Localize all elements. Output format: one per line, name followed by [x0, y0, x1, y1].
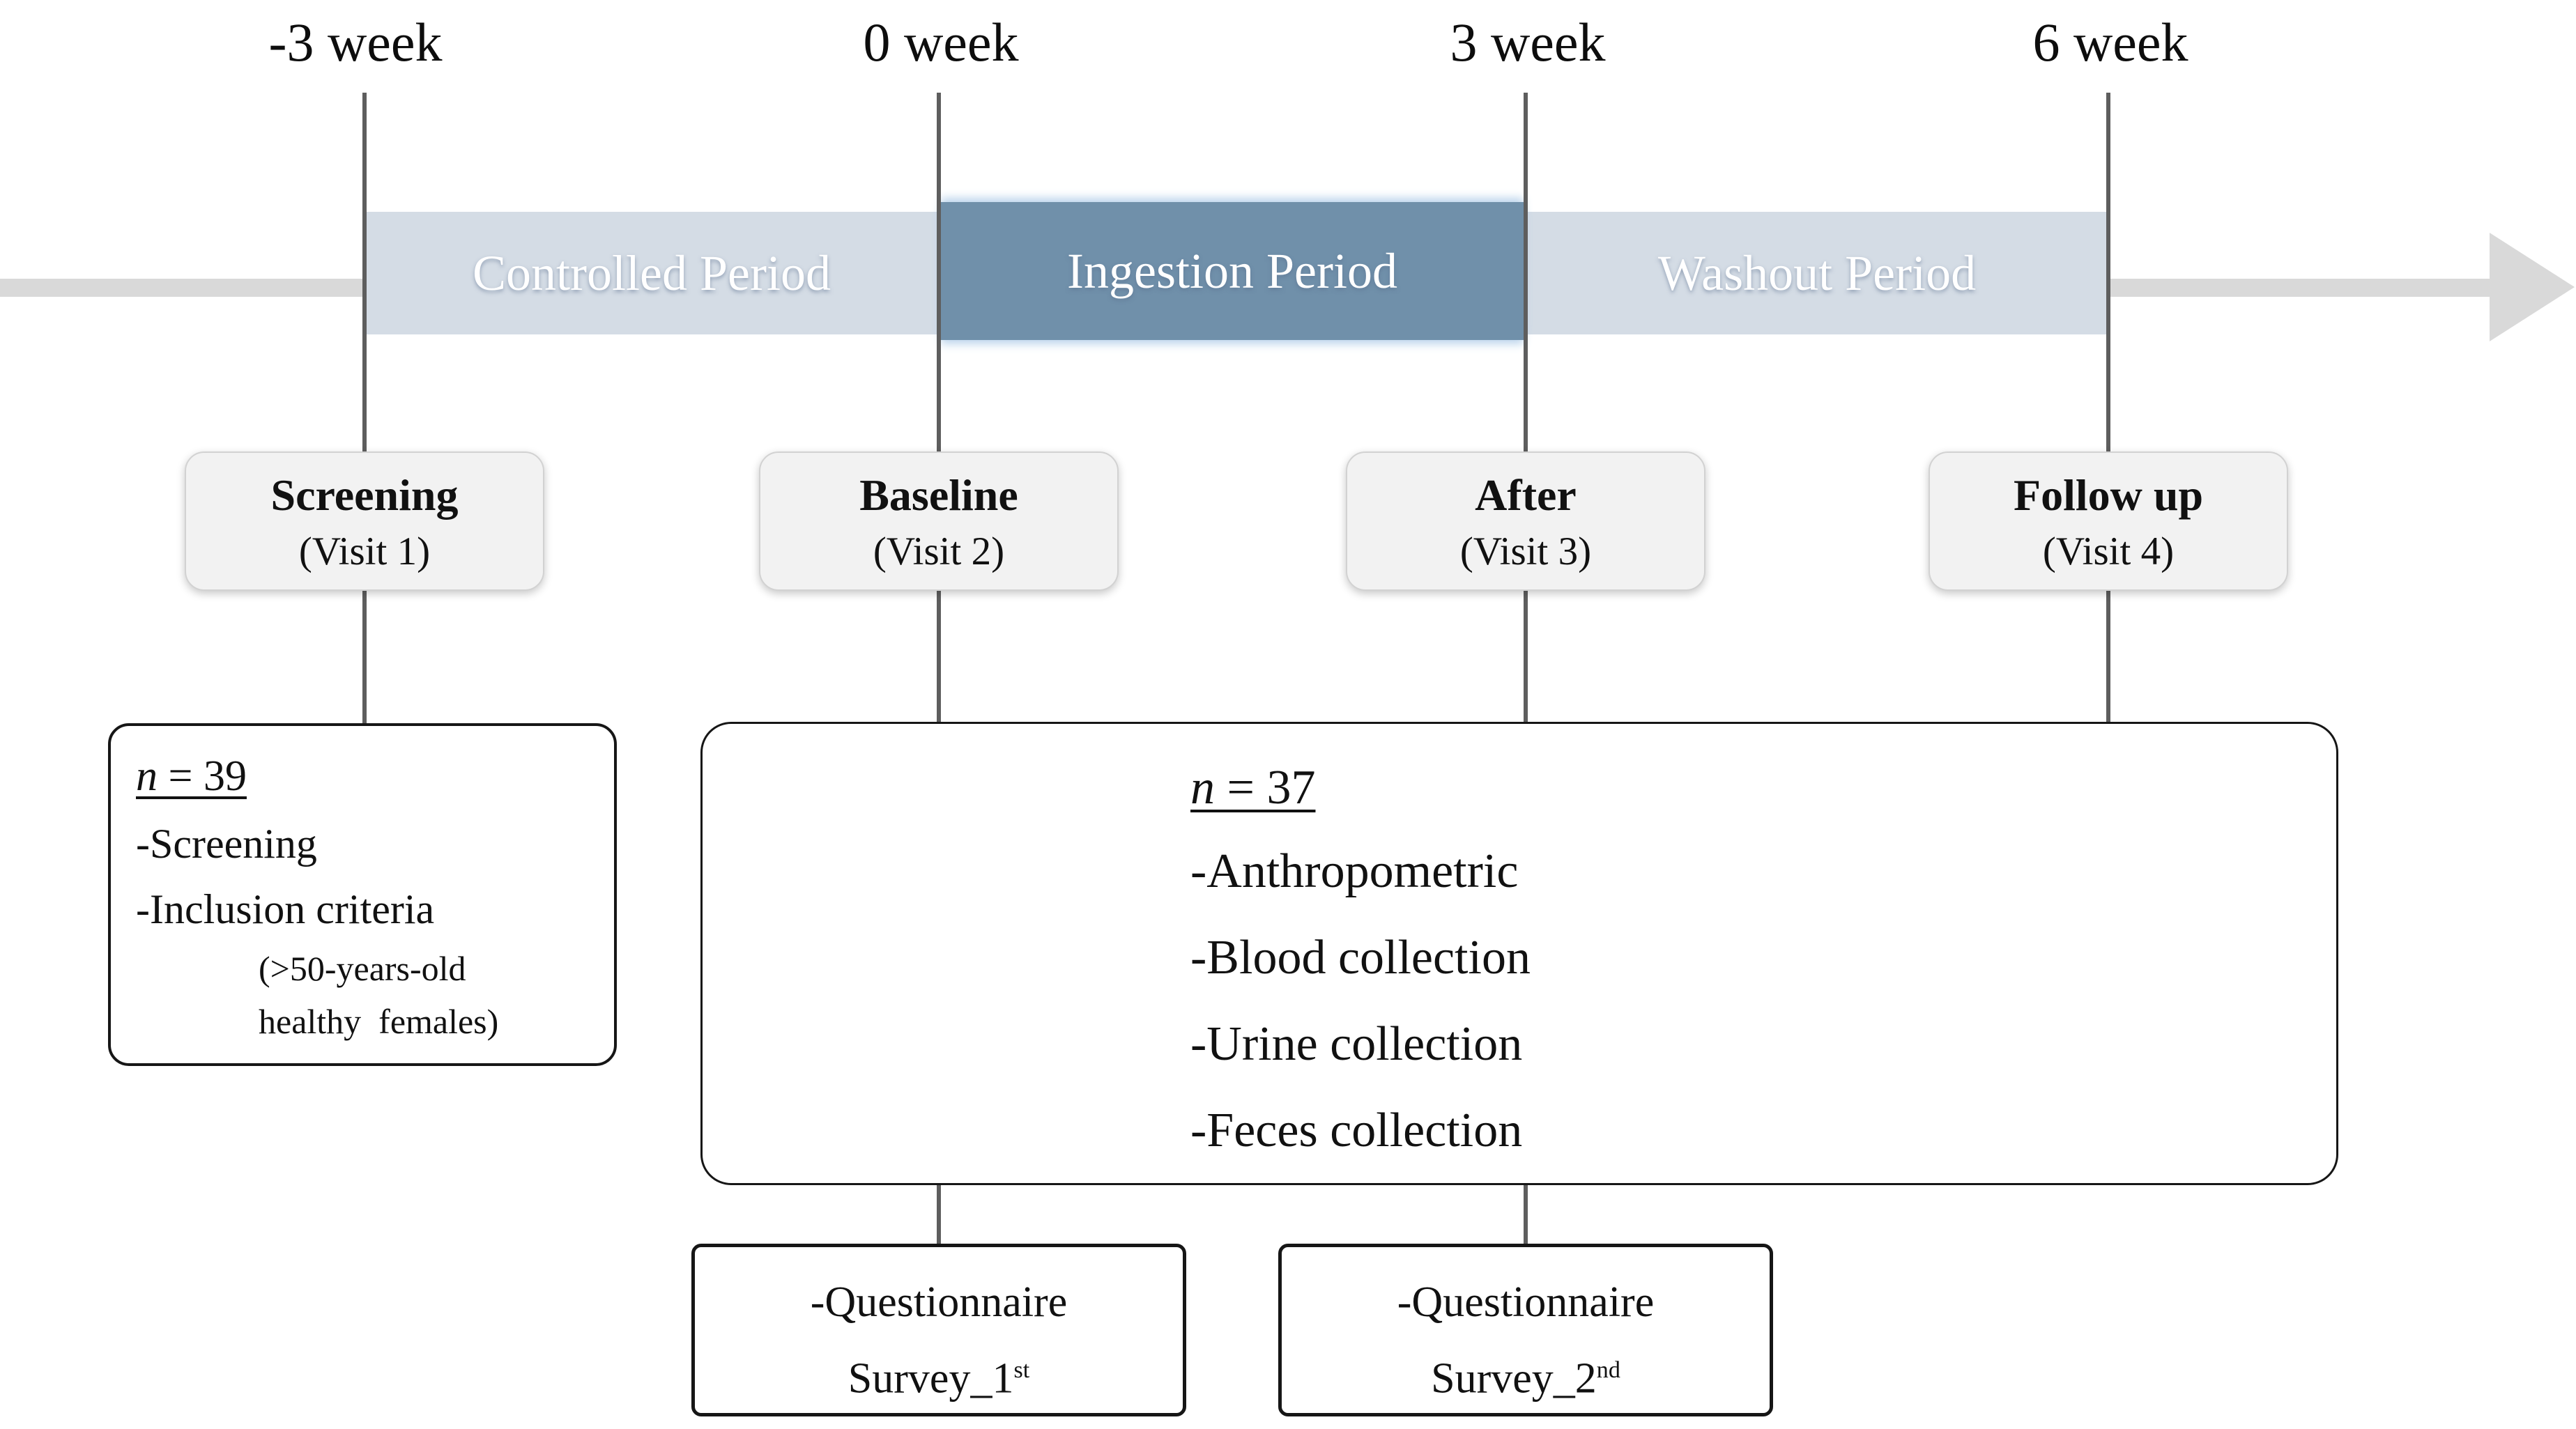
questionnaire-survey-line: Survey_1st [848, 1354, 1030, 1403]
list-item: -Inclusion criteria [136, 886, 435, 932]
screening-criteria-box: n = 39 -Screening -Inclusion criteria (>… [108, 723, 617, 1066]
visit-subtitle: (Visit 4) [2042, 530, 2175, 573]
questionnaire-survey-line: Survey_2nd [1431, 1354, 1620, 1403]
period-bar-ingestion: Ingestion Period [939, 202, 1526, 340]
period-label-washout: Washout Period [1657, 245, 1977, 301]
list-item: -Urine collection [1190, 1017, 1523, 1071]
week-label-0: 0 week [863, 12, 1019, 72]
questionnaire-line: -Questionnaire [1397, 1279, 1655, 1326]
visit-title: After [1475, 470, 1577, 520]
visit-title: Screening [270, 470, 459, 520]
ordinal-superscript: st [1013, 1357, 1030, 1383]
period-bar-washout: Washout Period [1526, 212, 2108, 334]
visit-subtitle: (Visit 2) [873, 530, 1005, 573]
visit-subtitle: (Visit 3) [1459, 530, 1592, 573]
period-bar-controlled: Controlled Period [365, 212, 939, 334]
period-label-controlled: Controlled Period [473, 245, 831, 301]
questionnaire-box-1: -Questionnaire Survey_1st [691, 1244, 1186, 1416]
inclusion-note-line: healthy females) [259, 1001, 499, 1041]
arrow-right-icon [2490, 233, 2575, 341]
visit-box-follow-up: Follow up (Visit 4) [1929, 451, 2288, 591]
n-count-heading: n = 39 [136, 752, 247, 800]
questionnaire-line: -Questionnaire [810, 1279, 1068, 1326]
visit-box-screening: Screening (Visit 1) [185, 451, 544, 591]
list-item: -Blood collection [1190, 930, 1531, 984]
tick-line-minus3-week [362, 93, 367, 723]
n-count-heading: n = 37 [1190, 761, 1316, 814]
tick-line-3-week [1524, 93, 1528, 1244]
period-label-ingestion: Ingestion Period [1067, 242, 1397, 299]
visit-title: Follow up [2013, 470, 2204, 520]
tick-line-6-week [2106, 93, 2110, 722]
questionnaire-box-2: -Questionnaire Survey_2nd [1278, 1244, 1773, 1416]
visit-subtitle: (Visit 1) [298, 530, 431, 573]
list-item: -Feces collection [1190, 1103, 1523, 1157]
ordinal-superscript: nd [1596, 1357, 1620, 1383]
list-item: -Anthropometric [1190, 844, 1519, 898]
tick-line-0-week [937, 93, 941, 1244]
week-label-minus3: -3 week [268, 12, 443, 72]
week-label-6: 6 week [2032, 12, 2188, 72]
visit-box-after: After (Visit 3) [1346, 451, 1705, 591]
week-label-3: 3 week [1450, 12, 1606, 72]
visit-box-baseline: Baseline (Visit 2) [759, 451, 1119, 591]
visit-title: Baseline [859, 470, 1018, 520]
inclusion-note-line: (>50-years-old [259, 948, 466, 988]
assessment-text-block: n = 37 -Anthropometric -Blood collection… [1190, 757, 1531, 1174]
list-item: -Screening [136, 820, 317, 867]
assessment-box: n = 37 -Anthropometric -Blood collection… [700, 722, 2338, 1185]
